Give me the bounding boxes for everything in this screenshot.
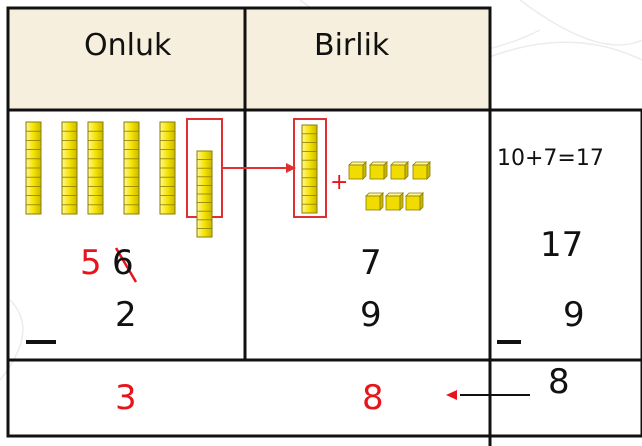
table-grid (6, 6, 642, 446)
tens-rod (61, 121, 78, 215)
tens-rods-group (25, 121, 176, 215)
equation-label: 10+7=17 (497, 146, 604, 171)
tens-rod (196, 150, 213, 238)
minus-sign-left (26, 340, 56, 344)
crossed-digit: 6 (112, 243, 134, 283)
moved-tens-rod (196, 150, 213, 238)
borrowed-digit: 5 (80, 243, 102, 283)
tens-rod (301, 124, 318, 214)
tens-rod (25, 121, 42, 215)
tens-result: 3 (115, 378, 137, 418)
unit-cube (412, 161, 431, 180)
result-arrow (446, 390, 530, 400)
side-result: 8 (548, 362, 570, 402)
header-tens: Onluk (84, 28, 172, 63)
side-minuend: 17 (540, 225, 584, 265)
regrouped-tens-rod (301, 124, 318, 214)
minus-sign-right (497, 340, 521, 344)
tens-rod (87, 121, 104, 215)
unit-cube (385, 192, 404, 211)
regrouped-rod-highlight-box (293, 118, 327, 218)
tens-subtrahend: 2 (115, 295, 137, 335)
side-subtrahend: 9 (563, 295, 585, 335)
tens-rod (159, 121, 176, 215)
plus-sign: + (330, 170, 349, 195)
unit-cube (390, 161, 409, 180)
unit-cube (365, 192, 384, 211)
header-row-bg (8, 8, 490, 110)
header-ones: Birlik (314, 28, 390, 63)
regroup-arrow (222, 163, 296, 173)
ones-subtrahend: 9 (360, 295, 382, 335)
unit-cube (405, 192, 424, 211)
unit-cube (348, 161, 367, 180)
crossout-line (114, 247, 138, 283)
tens-rod (123, 121, 140, 215)
unit-cubes-group (348, 161, 431, 211)
unit-cube (369, 161, 388, 180)
ones-result: 8 (362, 378, 384, 418)
ones-minuend: 7 (360, 243, 382, 283)
